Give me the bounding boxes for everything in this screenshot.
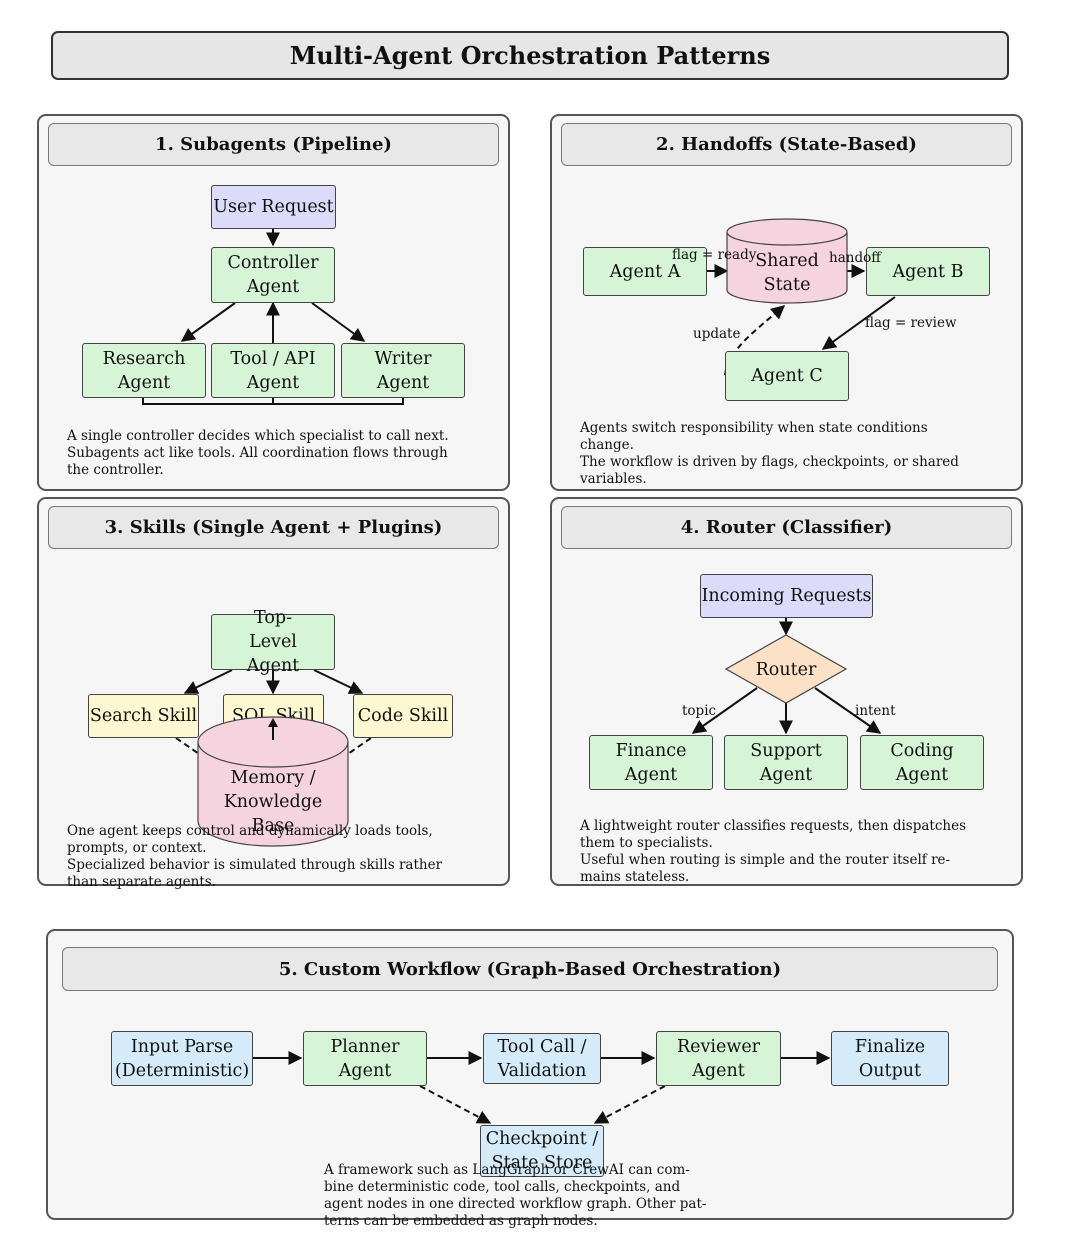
panel4-description: A lightweight router classifies requests… — [580, 818, 1010, 886]
search-skill-node: Search Skill — [88, 694, 199, 738]
panel5-desc-line: bine deterministic code, tool calls, che… — [324, 1179, 681, 1195]
agent-c-node: Agent C — [725, 351, 849, 401]
panel1-desc-line: A single controller decides which specia… — [67, 428, 449, 444]
planner-agent-node: Planner Agent — [303, 1031, 427, 1086]
panel4-desc-line: mains stateless. — [580, 869, 690, 885]
topic-label: topic — [682, 703, 717, 719]
panel4-desc-line: A lightweight router classifies requests… — [580, 818, 967, 834]
panel1-description: A single controller decides which specia… — [67, 428, 497, 479]
panel5-desc-line: terns can be embedded as graph nodes. — [324, 1213, 598, 1229]
panel2-desc-line: The workflow is driven by flags, checkpo… — [580, 454, 959, 470]
panel1-desc-line: the controller. — [67, 462, 164, 478]
agent-a-node: Agent A — [583, 247, 707, 296]
intent-label: intent — [855, 703, 896, 719]
shared-state-label: Shared State — [755, 251, 819, 295]
panel1-desc-line: Subagents act like tools. All coordinati… — [67, 445, 448, 461]
panel2-heading: 2. Handoffs (State-Based) — [561, 123, 1012, 166]
checkpoint-node: Checkpoint / State Store — [480, 1125, 604, 1177]
panel5-heading: 5. Custom Workflow (Graph-Based Orchestr… — [62, 947, 998, 991]
panel4-desc-line: them to specialists. — [580, 835, 713, 851]
panel3-heading: 3. Skills (Single Agent + Plugins) — [48, 506, 499, 549]
tool-call-node: Tool Call / Validation — [483, 1033, 601, 1084]
research-agent-node: Research Agent — [82, 343, 206, 398]
flag-ready-label: flag = ready — [672, 247, 757, 263]
router-label: Router — [755, 660, 817, 680]
panel5-desc-line: agent nodes in one directed workflow gra… — [324, 1196, 707, 1212]
panel2-desc-line: change. — [580, 437, 634, 453]
input-parse-node: Input Parse (Deterministic) — [111, 1031, 253, 1086]
panel2-desc-line: Agents switch responsibility when state … — [580, 420, 928, 436]
panel4-heading: 4. Router (Classifier) — [561, 506, 1012, 549]
agent-b-node: Agent B — [866, 247, 990, 296]
code-skill-node: Code Skill — [353, 694, 453, 738]
incoming-requests-node: Incoming Requests — [700, 574, 873, 618]
flag-review-label: flag = review — [865, 315, 957, 331]
panel3-desc-line: Specialized behavior is simulated throug… — [67, 857, 443, 873]
top-level-agent-node: Top-Level Agent — [211, 608, 335, 676]
reviewer-agent-node: Reviewer Agent — [656, 1031, 781, 1086]
panel3-desc-line: One agent keeps control and dynamically … — [67, 823, 433, 839]
panel2-description: Agents switch responsibility when state … — [580, 420, 1010, 488]
user-request-node: User Request — [211, 185, 336, 229]
router-diamond — [725, 634, 847, 704]
handoff-label: handoff — [829, 250, 881, 266]
panel3-desc-line: than separate agents. — [67, 874, 216, 890]
update-label: update — [693, 326, 741, 342]
writer-agent-node: Writer Agent — [341, 343, 465, 398]
controller-agent-node: Controller Agent — [211, 247, 335, 303]
panel1-heading: 1. Subagents (Pipeline) — [48, 123, 499, 166]
panel3-desc-line: prompts, or context. — [67, 840, 207, 856]
memory-access-arrow — [268, 718, 278, 740]
panel2-desc-line: variables. — [580, 471, 647, 487]
tool-api-agent-node: Tool / API Agent — [211, 343, 335, 398]
page-title: Multi-Agent Orchestration Patterns — [51, 31, 1009, 80]
shared-state-cylinder — [726, 218, 848, 304]
finalize-output-node: Finalize Output — [831, 1031, 949, 1086]
finance-agent-node: Finance Agent — [589, 735, 713, 790]
coding-agent-node: Coding Agent — [860, 735, 984, 790]
panel3-description: One agent keeps control and dynamically … — [67, 823, 497, 891]
memory-label: Memory / Knowledge Base — [223, 768, 323, 836]
support-agent-node: Support Agent — [724, 735, 848, 790]
panel5-description: A framework such as LangGraph or CrewAI … — [324, 1162, 764, 1230]
memory-cylinder — [197, 716, 349, 847]
panel4-desc-line: Useful when routing is simple and the ro… — [580, 852, 951, 868]
panel5-desc-line: A framework such as LangGraph or CrewAI … — [324, 1162, 690, 1178]
